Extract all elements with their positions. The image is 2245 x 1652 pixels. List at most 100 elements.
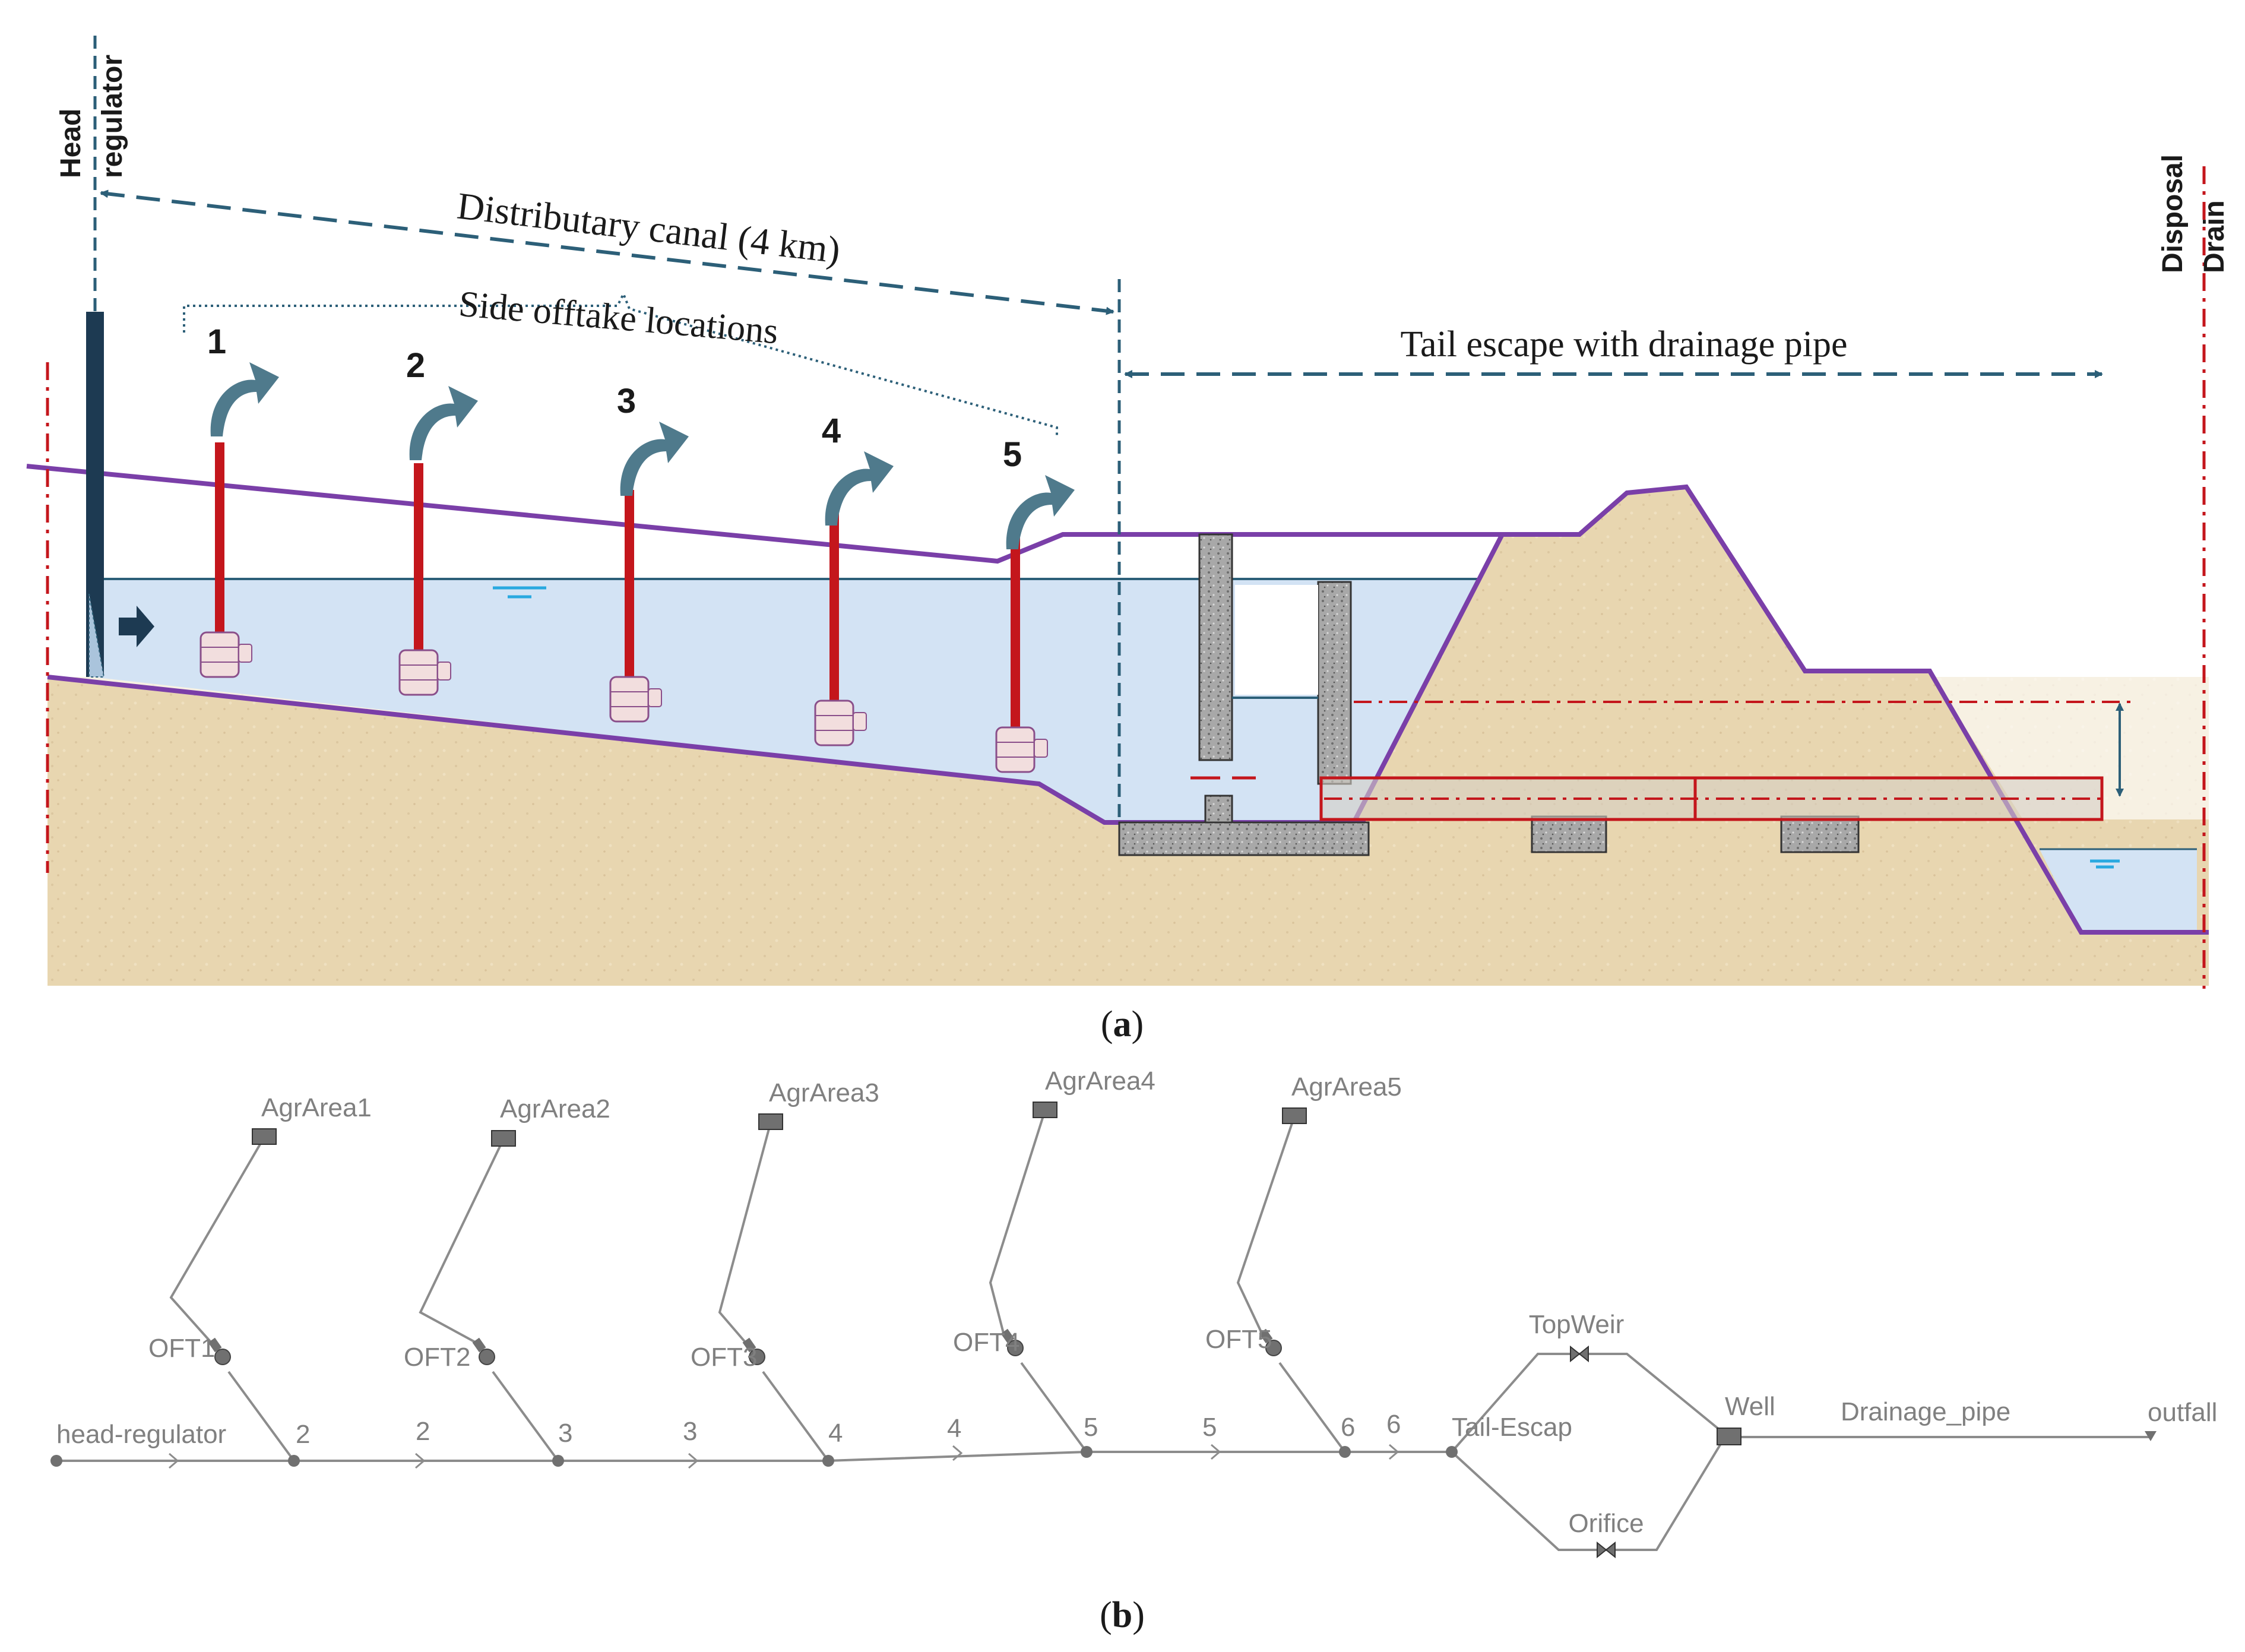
agr-area-label: AgrArea3: [769, 1078, 879, 1107]
offtake-label: OFT1: [148, 1334, 215, 1363]
offtake-link: [1020, 1362, 1088, 1453]
offtake-pipe: [215, 442, 224, 632]
offtake-label: OFT2: [404, 1343, 470, 1372]
link-label: 3: [683, 1417, 697, 1446]
agr-area-storage-icon: [758, 1113, 783, 1130]
junction-node: [552, 1455, 564, 1467]
side-offtake-label: Side offtake locations: [457, 284, 780, 352]
panel-b-caption: (b): [1100, 1595, 1145, 1635]
offtake-flow-arrow-icon: [409, 386, 478, 460]
offtake-pump-outlet-icon: [742, 1337, 756, 1353]
offtake-pump-outlet-icon: [208, 1337, 222, 1353]
offtake-pump-outlet-icon: [1000, 1328, 1015, 1344]
canal-water: [92, 579, 1478, 822]
canal-bed-soil: [48, 677, 1366, 986]
junction-label: 3: [558, 1419, 572, 1448]
submersible-pump-icon: [609, 676, 662, 723]
offtake-pump-icon: [1007, 1340, 1024, 1356]
distributary-canal-arrow: [100, 189, 1114, 315]
link-label: head-regulator: [56, 1420, 226, 1449]
agr-area-label: AgrArea4: [1045, 1066, 1155, 1096]
agr-area-label: AgrArea5: [1291, 1072, 1402, 1102]
agr-area-link: [989, 1110, 1046, 1334]
agr-area-storage-icon: [491, 1130, 516, 1147]
submersible-pump-icon: [200, 631, 252, 678]
junction-label: 5: [1084, 1413, 1098, 1442]
orifice-label: Orifice: [1568, 1509, 1644, 1538]
junction-node: [288, 1455, 300, 1467]
escape-wall-left-low: [1204, 795, 1233, 824]
offtake-pump-icon: [214, 1349, 231, 1365]
junction-label: 2: [296, 1420, 310, 1449]
flow-arrow-icon: [119, 606, 154, 647]
well-label: Well: [1725, 1392, 1775, 1421]
offtake-pump-icon: [479, 1349, 495, 1365]
disposal-drain-label-line1: Disposal: [2157, 154, 2189, 273]
main-channel-line: [56, 1451, 1452, 1462]
offtake-pipe: [414, 463, 423, 650]
well-icon: [1717, 1428, 1741, 1445]
drain-water: [2040, 849, 2197, 932]
offtake-label: OFT5: [1205, 1325, 1272, 1354]
agr-area-label: AgrArea1: [261, 1093, 372, 1122]
escape-wall-right: [1317, 581, 1352, 785]
link-label: 5: [1202, 1413, 1217, 1442]
junction-label: 4: [828, 1419, 843, 1448]
agr-area-storage-icon: [252, 1128, 277, 1145]
submersible-pump-icon: [814, 700, 867, 746]
offtake-pipe: [625, 490, 634, 677]
offtake-link: [492, 1371, 559, 1462]
offtake-pump-icon: [1265, 1340, 1282, 1356]
canal-top-bank: [26, 464, 1579, 564]
drain-support-1: [1531, 815, 1607, 853]
head-regulator-node: [50, 1455, 62, 1467]
head-regulator-label-line1: Head: [55, 109, 87, 178]
side-offtake-bracket: [183, 291, 1058, 436]
offtake-flow-arrow-icon: [825, 451, 894, 526]
offtake-label: OFT3: [691, 1343, 757, 1372]
junction-node: [1339, 1446, 1351, 1458]
link-label: 6: [1386, 1410, 1401, 1439]
agr-area-link: [718, 1122, 772, 1343]
offtake-link: [762, 1371, 829, 1462]
agr-area-link: [169, 1136, 265, 1343]
head-regulator-label-line2: regulator: [97, 55, 128, 178]
offtake-number: 3: [617, 382, 636, 420]
agr-area-storage-icon: [1033, 1102, 1057, 1118]
offtake-pipe: [829, 508, 839, 701]
offtake-number: 5: [1003, 435, 1022, 474]
submersible-pump-icon: [995, 726, 1048, 773]
agr-area-link: [419, 1138, 505, 1343]
offtake-pump-outlet-icon: [1259, 1328, 1273, 1344]
offtake-pipe: [1011, 534, 1020, 727]
offtake-number: 1: [207, 322, 226, 361]
link-label: 2: [416, 1417, 430, 1446]
orifice-icon: [1597, 1541, 1616, 1559]
panel-a-cross-section: Distributary canal (4 km) Side offtake l…: [26, 36, 2230, 1045]
junction-label: Tail-Escap: [1452, 1413, 1572, 1442]
junction-node: [822, 1455, 834, 1467]
drainage-pipe-label: Drainage_pipe: [1841, 1397, 2010, 1426]
agr-area-storage-icon: [1282, 1107, 1307, 1124]
drain-support-2: [1780, 815, 1860, 853]
outfall-label: outfall: [2148, 1398, 2217, 1427]
escape-gap: [1235, 585, 1318, 695]
offtake-pump-icon: [749, 1349, 765, 1365]
agr-area-link: [1236, 1116, 1296, 1334]
outfall-icon: [2145, 1431, 2157, 1441]
agr-area-label: AgrArea2: [500, 1094, 610, 1124]
junction-label: 6: [1341, 1413, 1355, 1442]
offtake-link: [1278, 1362, 1346, 1453]
offtake-number: 2: [406, 346, 425, 385]
junction-node: [1081, 1446, 1093, 1458]
tail-escape-node: [1446, 1446, 1458, 1458]
escape-wall-left: [1198, 533, 1233, 761]
offtake-flow-arrow-icon: [1006, 475, 1075, 549]
offtake-flow-arrow-icon: [620, 422, 689, 496]
panel-a-caption: (a): [1101, 1004, 1144, 1045]
